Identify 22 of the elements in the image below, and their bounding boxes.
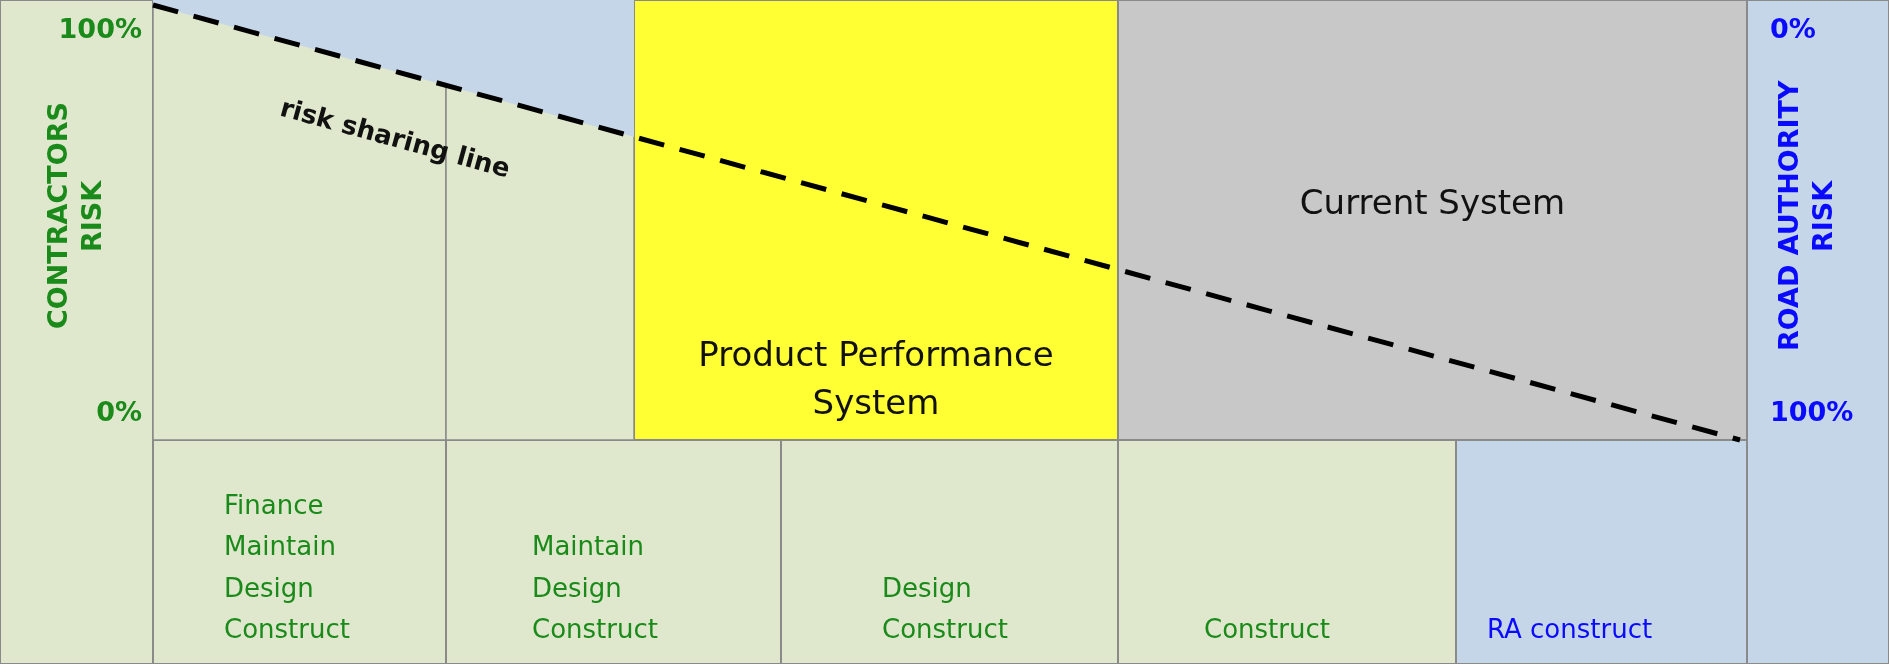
percent-label: 100% — [1770, 396, 1855, 427]
panel-title: Current System — [1298, 181, 1567, 224]
contract-cell — [1118, 440, 1456, 664]
contract-cell — [781, 440, 1118, 664]
percent-label: 0% — [96, 396, 142, 427]
percent-label: 0% — [1770, 13, 1817, 44]
cell-text: Maintain Design Construct — [532, 530, 659, 647]
cell-text: RA construct — [1487, 613, 1654, 647]
axis-band — [0, 0, 153, 664]
cell-text: Construct — [1204, 613, 1331, 647]
cell-text: Finance Maintain Design Construct — [224, 488, 351, 647]
cell-text: Design Construct — [882, 571, 1009, 647]
system-panel — [634, 0, 1118, 440]
panel-title: Product Performance System — [697, 333, 1055, 424]
axis-title: CONTRACTORS RISK — [41, 101, 108, 332]
contract-cell — [1456, 440, 1747, 664]
system-panel — [1118, 0, 1747, 440]
contract-cell — [153, 440, 446, 664]
axis-title: ROAD AUTHORITY RISK — [1772, 79, 1839, 354]
percent-label: 100% — [58, 13, 142, 44]
axis-band — [1747, 0, 1889, 664]
contract-cell — [446, 440, 781, 664]
